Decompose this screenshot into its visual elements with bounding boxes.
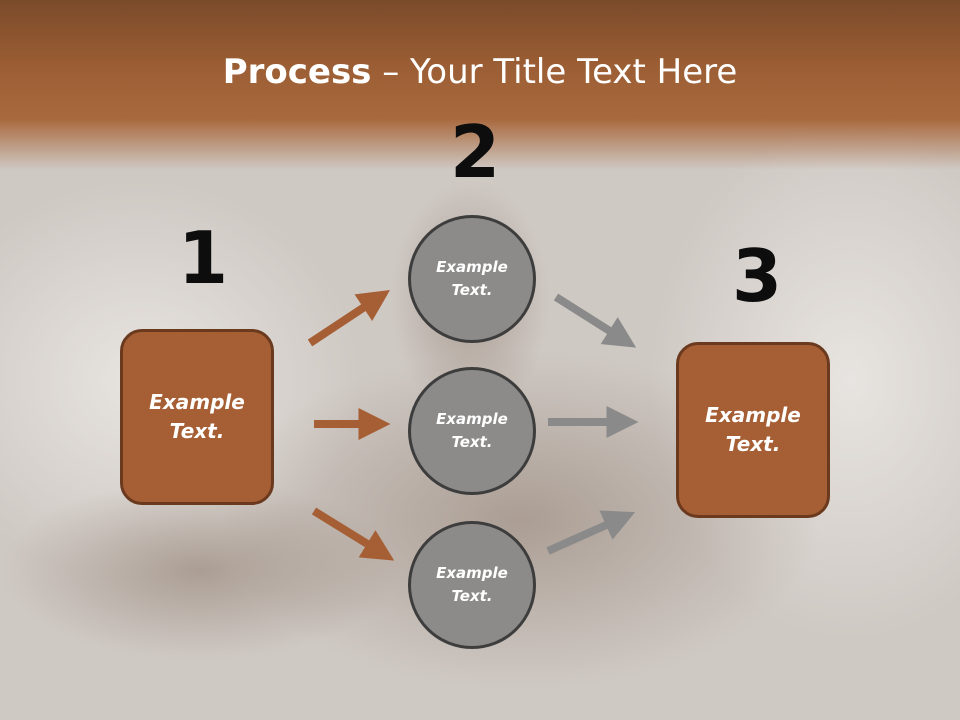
process-circle-top: Example Text.: [408, 215, 536, 343]
arrow-left-down: [311, 507, 395, 561]
left-process-box: Example Text.: [120, 329, 274, 505]
arrow-right-up: [546, 510, 636, 555]
step-number-3: 3: [732, 234, 783, 318]
title-bold: Process: [222, 52, 372, 92]
step-number-1: 1: [178, 216, 229, 300]
left-box-text: Example Text.: [149, 390, 245, 443]
arrow-right-down: [553, 293, 637, 348]
title-rest: – Your Title Text Here: [371, 52, 738, 92]
circle-text: Example Text.: [436, 564, 508, 605]
slide-title: Process – Your Title Text Here: [0, 52, 960, 92]
circle-text: Example Text.: [436, 410, 508, 451]
right-process-box: Example Text.: [676, 342, 830, 518]
header-band: [0, 0, 960, 170]
process-circle-bottom: Example Text.: [408, 521, 536, 649]
process-circle-middle: Example Text.: [408, 367, 536, 495]
circle-text: Example Text.: [436, 258, 508, 299]
right-box-text: Example Text.: [705, 403, 801, 456]
step-number-2: 2: [450, 110, 501, 194]
arrow-left-up: [307, 290, 391, 347]
